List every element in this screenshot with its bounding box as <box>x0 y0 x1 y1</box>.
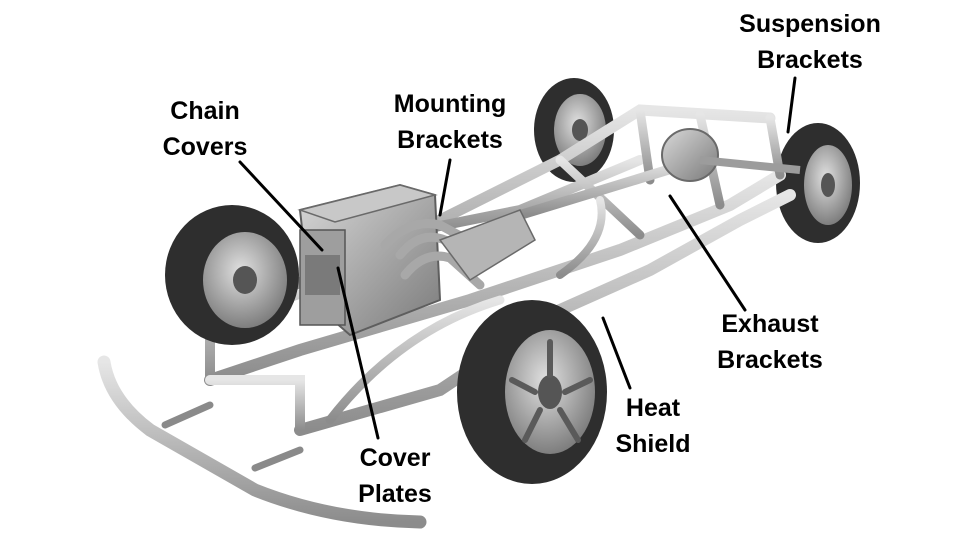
leader-cover-plates <box>336 266 380 440</box>
rear-right-wheel <box>776 123 860 243</box>
leader-heat-shield <box>601 316 632 390</box>
leader-suspension-brackets <box>786 76 797 134</box>
leader-mounting-brackets <box>438 158 452 217</box>
bumper-mounts <box>161 401 304 472</box>
transmission <box>438 209 536 281</box>
front-bumper <box>97 355 427 529</box>
front-right-wheel <box>457 300 607 484</box>
engine <box>297 183 442 337</box>
leader-exhaust-brackets <box>668 194 747 312</box>
label-exhaust-brackets: Exhaust Brackets <box>717 310 823 374</box>
label-suspension-brackets: Suspension Brackets <box>739 10 881 74</box>
label-cover-plates: Cover Plates <box>358 444 432 508</box>
label-chain-covers: Chain Covers <box>162 97 248 161</box>
frame-tubes <box>204 104 796 436</box>
label-mounting-brackets: Mounting Brackets <box>393 90 507 154</box>
leader-chain-covers <box>238 160 324 252</box>
rear-left-wheel <box>534 78 614 182</box>
label-heat-shield: Heat Shield <box>615 394 691 458</box>
driveshaft <box>515 128 801 220</box>
leader-lines <box>238 76 797 440</box>
front-left-wheel <box>165 205 299 345</box>
